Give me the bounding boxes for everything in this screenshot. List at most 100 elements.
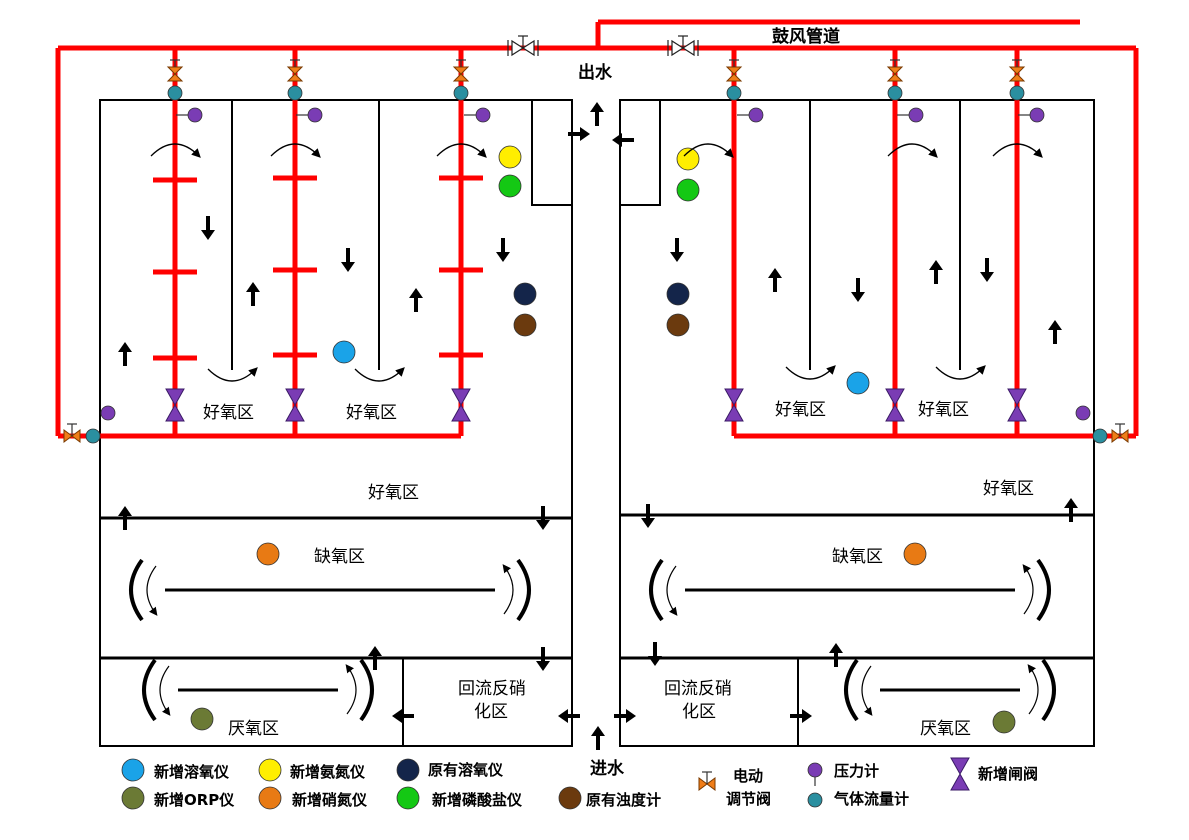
zone-return-right-line2: 化区 [682, 702, 716, 722]
pressure-gauge-icon [1075, 405, 1091, 421]
ammonia-analyzer-icon [498, 145, 522, 169]
legend-gate-valve-label: 新增闸阀 [978, 765, 1038, 783]
flow-arrow-down [851, 278, 865, 302]
flow-arrow-down [641, 504, 655, 528]
flow-arrow-down [670, 238, 684, 262]
gate-valve-icon [165, 388, 185, 422]
zone-anoxic-right: 缺氧区 [832, 547, 883, 567]
phosphate-analyzer-icon [498, 174, 522, 198]
legend-gas-flow-label: 气体流量计 [833, 790, 909, 808]
mixing-arc [785, 365, 836, 380]
left-outlet-weir [531, 100, 572, 206]
legend-new-nitrate-label: 新增硝氮仪 [292, 791, 368, 809]
flow-arrow-horizontal [614, 709, 636, 723]
pressure-gauge-icon [748, 107, 764, 123]
inlet-label: 进水 [590, 758, 625, 779]
turbidity-meter-icon [513, 313, 537, 337]
outlet-arrow-right [612, 133, 634, 147]
pressure-gauge-icon [475, 107, 491, 123]
flow-arrow-down [341, 248, 355, 272]
legend-new-phosphate-icon [396, 786, 420, 810]
gate-valve-icon [451, 388, 471, 422]
zone-return-left-line2: 化区 [474, 702, 508, 722]
outlet-label: 出水 [578, 62, 613, 83]
gas-flow-meter-icon [726, 85, 742, 101]
zone-anaerobic-right: 厌氧区 [920, 719, 971, 739]
flow-arrow-up [368, 646, 382, 670]
zone-aerobic-right-2: 好氧区 [918, 400, 969, 420]
do-meter-existing-icon [513, 282, 537, 306]
legend-pressure-icon [807, 762, 823, 778]
flow-arrow-down [496, 238, 510, 262]
legend-new-do-label: 新增溶氧仪 [154, 763, 230, 781]
gas-flow-meter-icon [1092, 428, 1108, 444]
circulation-arrow-left [146, 565, 158, 616]
blower-pipe-label: 鼓风管道 [772, 26, 840, 47]
nitrate-analyzer-icon [256, 542, 280, 566]
legend-gate-valve-icon [950, 757, 970, 791]
circulation-brace-right [516, 558, 531, 622]
circulation-arrow-right [502, 564, 514, 615]
legend-new-orp-label: 新增ORP仪 [154, 791, 235, 809]
mixing-arc [207, 367, 258, 382]
mixing-arc [436, 143, 487, 158]
flow-arrow-horizontal [392, 709, 414, 723]
right-outlet-weir [620, 100, 661, 206]
legend-new-ammonia-label: 新增氨氮仪 [290, 763, 366, 781]
do-meter-new-icon [846, 371, 870, 395]
pressure-gauge-icon [1029, 107, 1045, 123]
legend-old-turbidity-icon [558, 786, 582, 810]
flow-arrow-up [829, 643, 843, 667]
circulation-brace-left [649, 558, 664, 622]
flow-arrow-horizontal [790, 709, 812, 723]
outlet-arrow-left [568, 127, 590, 141]
flow-arrow-up [409, 288, 423, 312]
mixing-arc [270, 143, 321, 158]
gate-valve-icon [285, 388, 305, 422]
zone-aerobic-left-2: 好氧区 [346, 403, 397, 423]
circulation-brace-right [1041, 658, 1056, 722]
flow-arrow-up [929, 260, 943, 284]
circulation-arrow-left [861, 665, 873, 716]
legend-new-do-icon [121, 758, 145, 782]
mixing-arc [992, 143, 1043, 158]
left-tank-outline [99, 99, 573, 747]
orp-meter-icon [190, 707, 214, 731]
gas-flow-meter-icon [1009, 85, 1025, 101]
legend-old-turbidity-label: 原有浊度计 [586, 791, 661, 809]
zone-aerobic-left-main: 好氧区 [368, 483, 419, 503]
pressure-gauge-icon [100, 405, 116, 421]
circulation-brace-right [1036, 558, 1051, 622]
mixing-arc [935, 365, 986, 380]
circulation-arrow-left [159, 665, 171, 716]
circulation-arrow-right [1022, 564, 1034, 615]
pressure-gauge-icon [187, 107, 203, 123]
zone-return-left-line1: 回流反硝 [458, 679, 526, 699]
motor-valve-icon [166, 66, 184, 82]
do-meter-new-icon [332, 340, 356, 364]
ammonia-analyzer-icon [676, 147, 700, 171]
right-tank-outline [619, 99, 1095, 747]
legend-motor-valve-label-1: 电动 [733, 767, 763, 785]
motor-valve-icon [452, 66, 470, 82]
gas-flow-meter-icon [453, 85, 469, 101]
circulation-brace-left [844, 658, 859, 722]
circulation-arrow-right [1027, 664, 1039, 715]
orp-meter-icon [992, 710, 1016, 734]
do-meter-existing-icon [666, 282, 690, 306]
zone-anoxic-left: 缺氧区 [314, 547, 365, 567]
legend-new-ammonia-icon [258, 758, 282, 782]
mixing-arc [887, 143, 938, 158]
circulation-brace-left [142, 658, 157, 722]
flow-arrow-down [536, 506, 550, 530]
flow-arrow-up [1064, 498, 1078, 522]
zone-aerobic-right-1: 好氧区 [775, 400, 826, 420]
flow-arrow-up [246, 282, 260, 306]
flow-arrow-up [768, 268, 782, 292]
circulation-arrow-right [345, 664, 357, 715]
legend-motor-valve-label-2: 调节阀 [726, 790, 771, 808]
circulation-arrow-left [666, 565, 678, 616]
motor-valve-icon [725, 66, 743, 82]
mixing-arc [354, 367, 405, 382]
